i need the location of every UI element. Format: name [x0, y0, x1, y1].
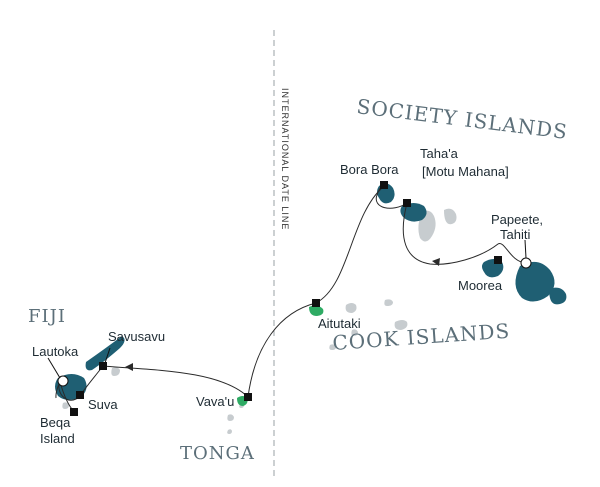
port-markers: [70, 181, 502, 416]
region-society: SOCIETY ISLANDS: [355, 94, 569, 144]
highlight-islands: [237, 305, 324, 406]
label-moorea: Moorea: [458, 278, 503, 293]
tahaa-marker: [403, 199, 411, 207]
vanua-levu-island: [85, 336, 125, 371]
bora-bora-marker: [380, 181, 388, 189]
region-tonga: TONGA: [180, 443, 255, 464]
label-aitutaki: Aitutaki: [318, 316, 361, 331]
arrow-vavau-savusavu: [125, 363, 133, 371]
label-papeete-2: Tahiti: [500, 227, 530, 242]
label-papeete-1: Papeete,: [491, 212, 543, 227]
beqa-marker: [70, 408, 78, 416]
lautoka-marker: [57, 375, 69, 387]
savusavu-marker: [99, 362, 107, 370]
tahiti-island: [515, 261, 555, 302]
label-savusavu: Savusavu: [108, 329, 165, 344]
arrow-moorea-tahaa: [432, 258, 440, 266]
label-lautoka: Lautoka: [32, 344, 79, 359]
aitutaki-marker: [312, 299, 320, 307]
region-fiji: FIJI: [28, 306, 66, 327]
moorea-marker: [494, 256, 502, 264]
label-vavau: Vava'u: [196, 394, 234, 409]
leader-lines: [47, 239, 527, 379]
vavau-marker: [244, 393, 252, 401]
tahiti-iti: [549, 287, 567, 305]
label-beqa-1: Beqa: [40, 415, 71, 430]
label-tahaa-2: [Motu Mahana]: [422, 164, 509, 179]
route-arrows: [125, 258, 440, 371]
tahaa-island: [400, 203, 427, 222]
label-bora-bora: Bora Bora: [340, 162, 399, 177]
aitutaki-island: [309, 305, 324, 316]
suva-marker: [76, 391, 84, 399]
papeete-marker: [520, 257, 532, 269]
label-beqa-2: Island: [40, 431, 75, 446]
date-line-label: INTERNATIONAL DATE LINE: [280, 88, 290, 230]
other-islands: [62, 208, 457, 434]
label-suva: Suva: [88, 397, 118, 412]
label-tahaa-1: Taha'a: [420, 146, 459, 161]
